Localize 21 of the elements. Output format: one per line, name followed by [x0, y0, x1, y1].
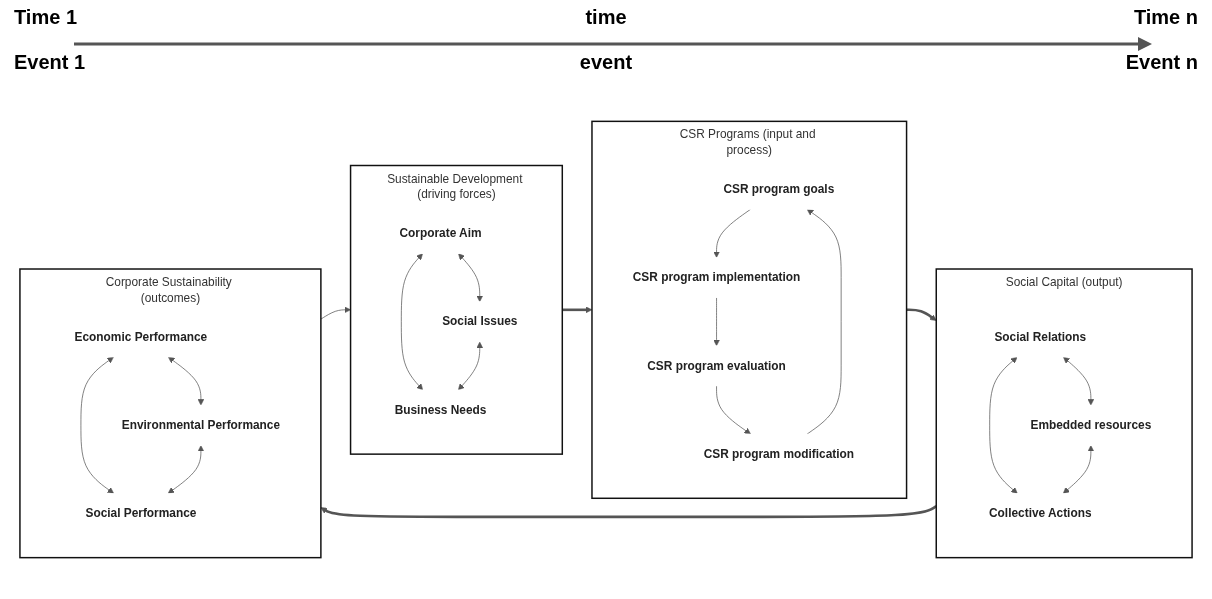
node-text: Environmental Performance [121, 418, 281, 432]
arrow [320, 505, 937, 519]
node-text: Social Relations [994, 330, 1087, 343]
node-text: CSR program goals [723, 182, 835, 196]
node-text: Economic Performance [74, 330, 208, 343]
timeline-label: Time n [1132, 6, 1198, 29]
timeline-label: event [578, 51, 634, 74]
arrow [906, 308, 937, 321]
node-text: CSR program evaluation [647, 359, 786, 372]
node-text: CSR program modification [703, 447, 855, 461]
timeline-label: Event 1 [14, 51, 87, 74]
timeline-label: Event n [1124, 51, 1198, 74]
node-text: Business Needs [394, 403, 487, 416]
node-text: Corporate Aim [399, 226, 482, 240]
timeline-label: time [584, 6, 628, 29]
node-text: Social Performance [85, 506, 197, 520]
node-text: Collective Actions [989, 506, 1092, 520]
node-text: Social Issues [442, 315, 518, 328]
node-text: Embedded resources [1030, 418, 1152, 432]
node-text: CSR program implementation [632, 270, 801, 284]
timeline-label: Time 1 [14, 6, 78, 29]
